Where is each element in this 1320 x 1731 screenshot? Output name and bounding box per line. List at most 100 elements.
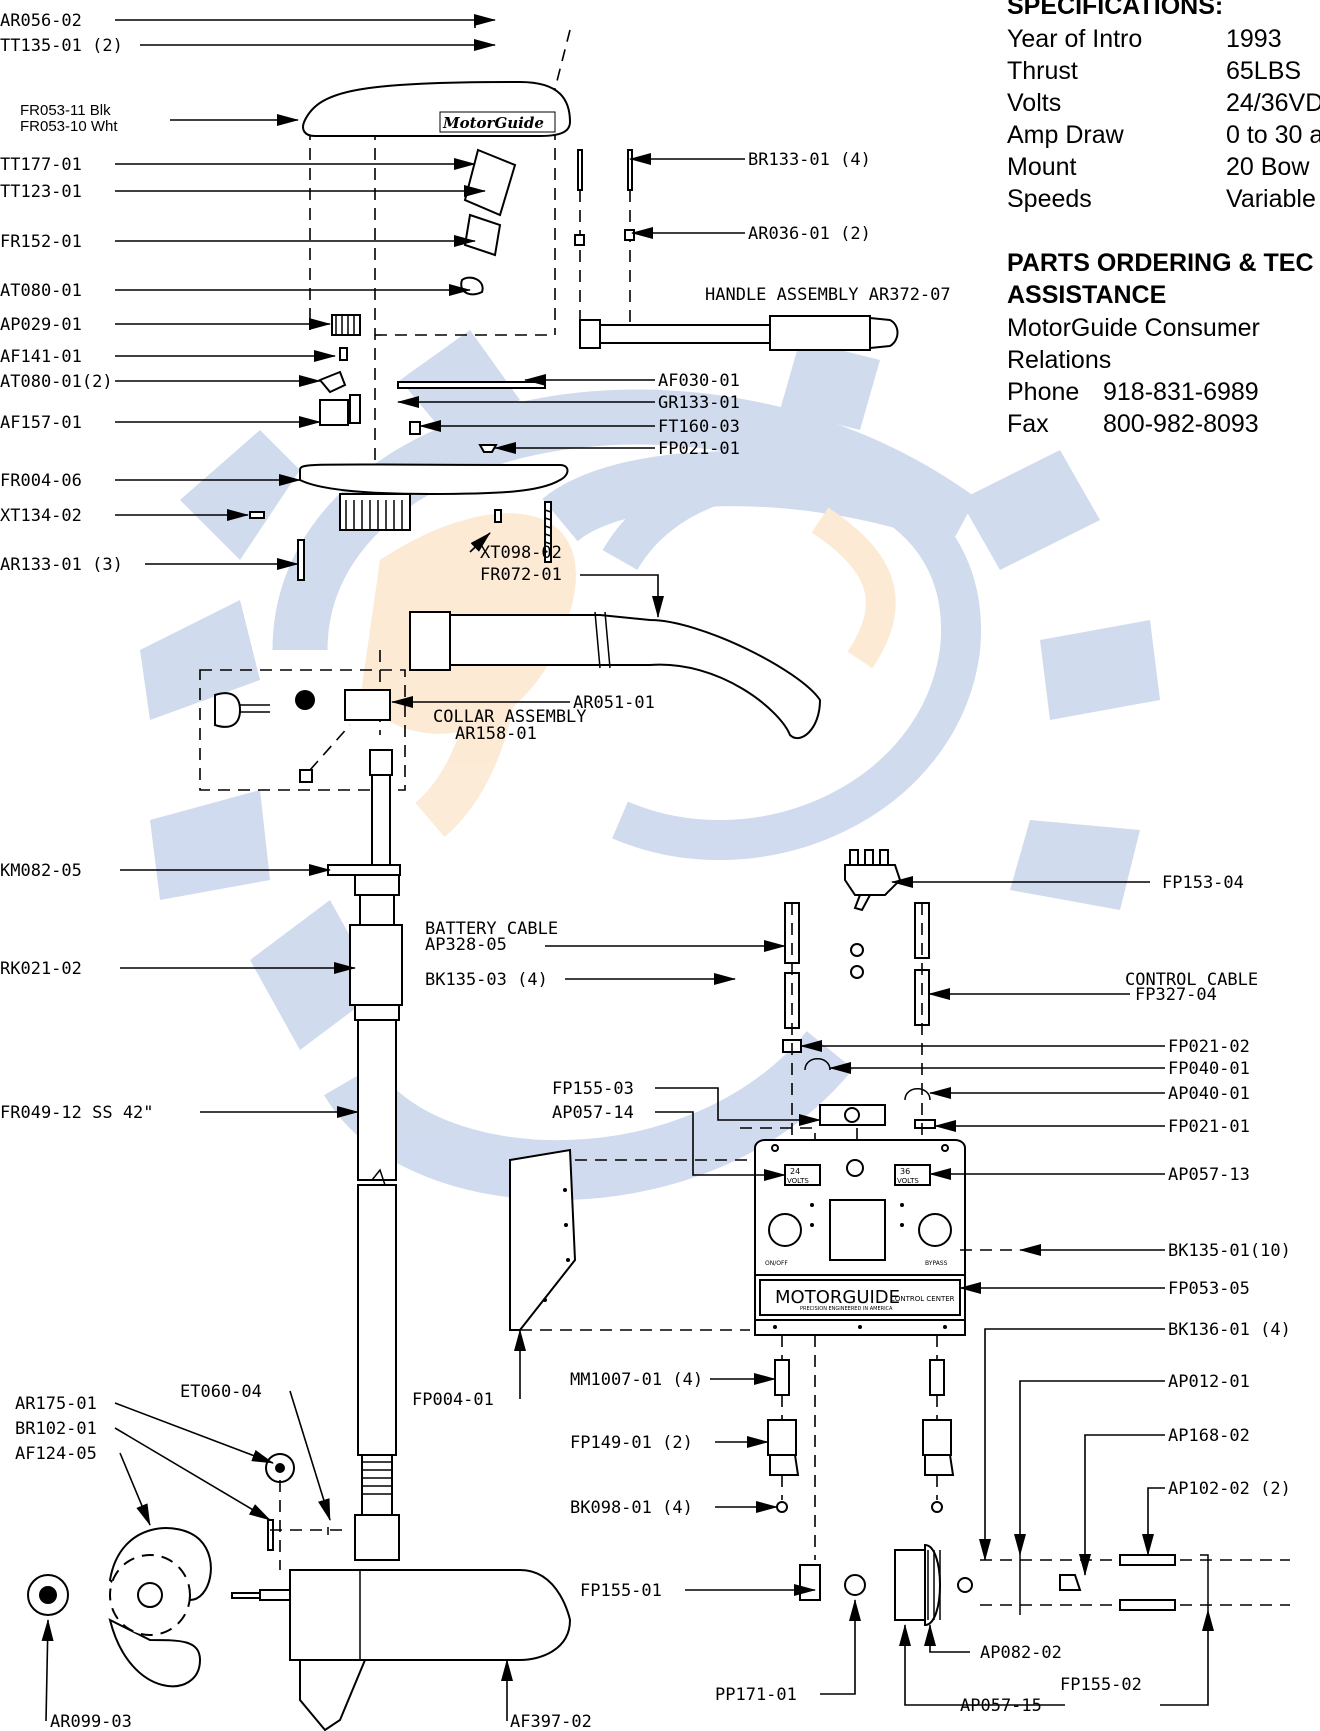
part-label: AP057-15 [960, 1696, 1042, 1716]
part-label: MM1007-01 (4) [570, 1370, 703, 1390]
assistance-block: PARTS ORDERING & TEC ASSISTANCE MotorGui… [1007, 249, 1314, 438]
spec-value: 20 Bow [1226, 153, 1310, 181]
assistance-heading: PARTS ORDERING & TEC [1007, 249, 1314, 277]
part-label: AP029-01 [0, 315, 82, 335]
part-label: XT098-02 [480, 543, 562, 563]
part-label: HANDLE ASSEMBLY AR372-07 [705, 285, 951, 305]
part-label: AR056-02 [0, 11, 82, 31]
assistance-heading: ASSISTANCE [1007, 281, 1166, 309]
spec-key: Amp Draw [1007, 121, 1125, 149]
part-label: AP040-01 [1168, 1084, 1250, 1104]
callout-labels: AR056-02 TT135-01 (2) FR053-11 Blk FR053… [0, 11, 1291, 1731]
part-label: FP155-01 [580, 1581, 662, 1601]
part-label: BR133-01 (4) [748, 150, 871, 170]
part-label: AP102-02 (2) [1168, 1479, 1291, 1499]
fax-label: Fax [1007, 410, 1049, 438]
part-label: BK098-01 (4) [570, 1498, 693, 1518]
part-label: FP155-03 [552, 1079, 634, 1099]
switch-label: ON/OFF [765, 1260, 788, 1267]
part-label: FP149-01 (2) [570, 1433, 693, 1453]
phone-label: Phone [1007, 378, 1079, 406]
part-label: AP168-02 [1168, 1426, 1250, 1446]
part-label: CONTROL CABLE [1125, 970, 1258, 990]
control-logo-sub: CONTROL CENTER [890, 1295, 955, 1303]
part-label: AF124-05 [15, 1444, 97, 1464]
control-logo: MOTORGUIDE [775, 1287, 900, 1308]
part-label: BK135-03 (4) [425, 970, 548, 990]
spec-key: Year of Intro [1007, 25, 1142, 53]
spec-key: Thrust [1007, 57, 1078, 85]
spec-key: Speeds [1007, 185, 1092, 213]
part-label: AR133-01 (3) [0, 555, 123, 575]
part-label: AF397-02 [510, 1712, 592, 1731]
part-label: BR102-01 [15, 1419, 97, 1439]
lower-unit [27, 1453, 572, 1731]
part-label: TT135-01 (2) [0, 36, 123, 56]
part-label: AR036-01 (2) [748, 224, 871, 244]
phone-number: 918-831-6989 [1103, 378, 1259, 406]
part-label: TT123-01 [0, 182, 82, 202]
part-label: AF141-01 [0, 347, 82, 367]
part-label: FP004-01 [412, 1390, 494, 1410]
spec-value: 0 to 30 a [1226, 121, 1320, 149]
part-label: FR053-11 Blk [20, 102, 111, 119]
part-label: ET060-04 [180, 1382, 262, 1402]
cover-logo: MotorGuide [442, 114, 544, 132]
callout-leaders [41, 14, 1214, 1722]
assistance-text: Relations [1007, 346, 1111, 374]
part-label: FP153-04 [1162, 873, 1244, 893]
motor-shaft [327, 749, 403, 1561]
part-label: AT080-01(2) [0, 372, 113, 392]
part-label: AR158-01 [455, 724, 537, 744]
part-label: BATTERY CABLE [425, 919, 558, 939]
fax-number: 800-982-8093 [1103, 410, 1259, 438]
part-label: COLLAR ASSEMBLY [433, 707, 587, 727]
switch-label: BYPASS [925, 1260, 948, 1267]
part-label: AT080-01 [0, 281, 82, 301]
part-label: FP053-05 [1168, 1279, 1250, 1299]
part-label: FP021-01 [658, 439, 740, 459]
motor-head-parts: MotorGuide [249, 16, 899, 581]
part-label: FT160-03 [658, 417, 740, 437]
part-label: AR051-01 [573, 693, 655, 713]
part-label: AP328-05 [425, 935, 507, 955]
part-label: AF157-01 [0, 413, 82, 433]
part-label: AR175-01 [15, 1394, 97, 1414]
control-logo-sub: PRECISION ENGINEERED IN AMERICA [800, 1306, 893, 1312]
control-center: 24 VOLTS 36 VOLTS ON/OFF BYPASS MOTORGUI… [509, 849, 1290, 1627]
part-label: XT134-02 [0, 506, 82, 526]
part-label: AP057-14 [552, 1103, 634, 1123]
part-label: FR152-01 [0, 232, 82, 252]
spec-value: 65LBS [1226, 57, 1301, 85]
watermark-logo [140, 330, 1160, 1200]
part-label: GR133-01 [658, 393, 740, 413]
part-label: AP082-02 [980, 1643, 1062, 1663]
part-label: FR049-12 SS 42" [0, 1103, 154, 1123]
part-label: FP021-02 [1168, 1037, 1250, 1057]
part-label: RK021-02 [0, 959, 82, 979]
steering-handle [409, 614, 822, 740]
specifications-block: SPECIFICATIONS: Year of Intro 1993 Thrus… [1007, 0, 1320, 213]
part-label: FP040-01 [1168, 1059, 1250, 1079]
part-label: BK136-01 (4) [1168, 1320, 1291, 1340]
part-label: FR004-06 [0, 471, 82, 491]
svg-text:VOLTS: VOLTS [787, 1177, 809, 1185]
spec-key: Mount [1007, 153, 1077, 181]
motor-housing [289, 1569, 572, 1661]
specifications-heading: SPECIFICATIONS: [1007, 0, 1223, 20]
part-label: AF030-01 [658, 371, 740, 391]
svg-text:VOLTS: VOLTS [897, 1177, 919, 1185]
spec-value: 24/36VD [1226, 89, 1320, 117]
part-label: FP155-02 [1060, 1675, 1142, 1695]
spec-value: Variable [1226, 185, 1316, 213]
part-label: FR072-01 [480, 565, 562, 585]
toggle-switch [844, 864, 902, 896]
assistance-text: MotorGuide Consumer [1007, 314, 1260, 342]
part-label: AP057-13 [1168, 1165, 1250, 1185]
spec-value: 1993 [1226, 25, 1282, 53]
part-label: KM082-05 [0, 861, 82, 881]
base-housing [299, 463, 569, 496]
36-volts-badge: 36 [900, 1167, 910, 1176]
part-label: AP012-01 [1168, 1372, 1250, 1392]
